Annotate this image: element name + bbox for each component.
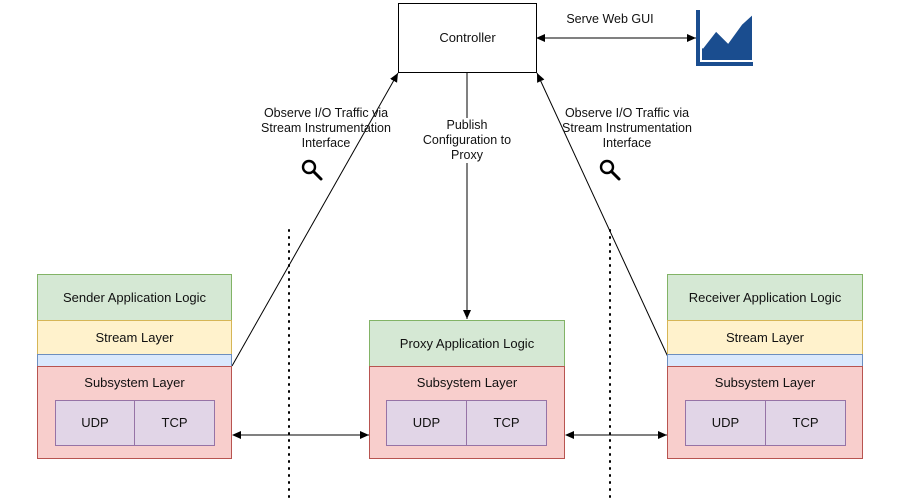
observe-right-line2: Stream Instrumentation: [562, 121, 692, 135]
receiver-udp: UDP: [685, 400, 766, 446]
receiver-subsystem-label: Subsystem Layer: [714, 375, 816, 390]
proxy-subsystem-label: Subsystem Layer: [416, 375, 518, 390]
observe-right-arrow: [536, 72, 669, 358]
proxy-app-logic: Proxy Application Logic: [369, 320, 565, 367]
publish-line3: Proxy: [451, 148, 483, 162]
publish-line2: Configuration to: [422, 133, 512, 147]
receiver-stream-layer: Stream Layer: [667, 320, 863, 355]
sender-subsystem-label: Subsystem Layer: [84, 375, 185, 390]
proxy-tcp: TCP: [466, 400, 547, 446]
sender-app-logic: Sender Application Logic: [37, 274, 232, 321]
sender-udp: UDP: [55, 400, 135, 446]
controller-box: Controller: [398, 3, 537, 73]
sender-tcp: TCP: [134, 400, 215, 446]
observe-left-line2: Stream Instrumentation: [261, 121, 391, 135]
observe-left-line3: Interface: [301, 136, 351, 150]
receiver-app-logic: Receiver Application Logic: [667, 274, 863, 321]
observe-right-label: Observe I/O Traffic via Stream Instrumen…: [547, 106, 707, 151]
chart-icon: [696, 8, 755, 66]
receiver-tcp: TCP: [765, 400, 846, 446]
sender-stream-layer: Stream Layer: [37, 320, 232, 355]
publish-label: Publish Configuration to Proxy: [412, 118, 522, 163]
proxy-udp: UDP: [386, 400, 467, 446]
publish-line1: Publish: [446, 118, 488, 132]
web-gui-label: Serve Web GUI: [566, 12, 654, 26]
observe-left-arrow: [231, 72, 399, 367]
observe-right-line3: Interface: [602, 136, 652, 150]
magnifier-icon: [598, 158, 622, 182]
observe-right-line1: Observe I/O Traffic via: [564, 106, 690, 120]
controller-label: Controller: [439, 30, 496, 45]
observe-left-label: Observe I/O Traffic via Stream Instrumen…: [246, 106, 406, 151]
observe-left-line1: Observe I/O Traffic via: [263, 106, 389, 120]
magnifier-icon: [300, 158, 324, 182]
